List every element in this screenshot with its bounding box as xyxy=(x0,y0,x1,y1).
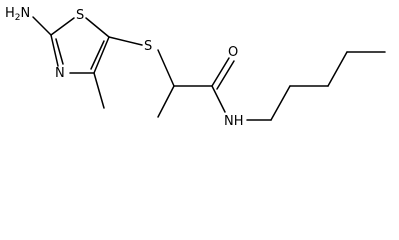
bond-c5-s xyxy=(108,36,143,46)
bond-s-ch xyxy=(157,49,175,87)
atom-h2n-h: H2N xyxy=(5,6,30,23)
atom-ring-s: S xyxy=(76,8,84,23)
bond-n3-c2-double xyxy=(55,38,64,65)
bond-c3-c4 xyxy=(327,51,348,87)
atom-ring-n: N xyxy=(55,66,65,81)
bond-c2-nh2 xyxy=(32,16,52,36)
molecule-diagram: H2N S N S O NH xyxy=(5,6,386,129)
atom-thioether-s: S xyxy=(144,39,152,54)
bond-c2-s1 xyxy=(50,17,75,36)
bond-c5-c4 xyxy=(93,36,110,74)
bond-c1-c2 xyxy=(270,85,291,121)
bond-carbonyl-o xyxy=(211,57,230,87)
bond-c5-c4-double xyxy=(90,40,105,70)
bond-c4-methyl xyxy=(93,72,105,109)
bond-s1-c5 xyxy=(85,17,110,38)
bond-n3-c2 xyxy=(50,34,59,67)
atom-carbonyl-o: O xyxy=(228,45,238,60)
atom-amide-nh: NH xyxy=(224,114,244,129)
structure-svg: H2N S N S O NH xyxy=(5,6,386,129)
bond-carbonyl-nh xyxy=(211,85,226,113)
bond-carbonyl-o-double xyxy=(216,60,235,90)
bond-ch-methyl xyxy=(157,85,175,118)
